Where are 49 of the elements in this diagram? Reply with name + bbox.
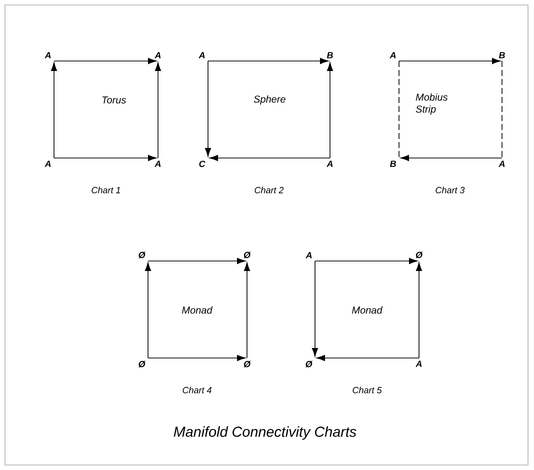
caption: Chart 5 bbox=[352, 386, 382, 394]
arrow bbox=[51, 62, 57, 158]
caption: Chart 2 bbox=[254, 186, 284, 194]
arrow bbox=[416, 262, 422, 358]
corner-letter: B bbox=[326, 52, 333, 58]
corner-letter: A bbox=[154, 160, 161, 167]
arrow bbox=[398, 58, 501, 64]
arrow bbox=[244, 262, 250, 358]
corner-letter: Ø bbox=[305, 360, 313, 368]
corner-letter: A bbox=[326, 160, 333, 167]
corner-letter: C bbox=[199, 160, 206, 168]
arrow bbox=[148, 355, 246, 361]
title: Manifold Connectivity Charts bbox=[174, 426, 356, 440]
corner-letter: A bbox=[44, 52, 51, 58]
chart-name: Monad bbox=[352, 306, 383, 314]
corner-letter: Ø bbox=[244, 360, 251, 368]
corner-letter: Ø bbox=[138, 252, 146, 258]
chart-name: Sphere bbox=[254, 95, 286, 105]
caption: Chart 1 bbox=[92, 186, 120, 194]
arrow bbox=[316, 355, 420, 361]
chart-name: Mobius Strip bbox=[416, 93, 448, 115]
caption: Chart 3 bbox=[436, 186, 465, 194]
corner-letter: B bbox=[498, 52, 505, 58]
arrow bbox=[210, 155, 330, 161]
caption: Chart 4 bbox=[182, 386, 212, 394]
arrow bbox=[400, 155, 502, 161]
arrow bbox=[54, 155, 157, 161]
arrow bbox=[327, 62, 333, 158]
arrow bbox=[155, 62, 161, 158]
corner-letter: B bbox=[390, 160, 396, 167]
corner-letter: Ø bbox=[244, 252, 251, 258]
arrow bbox=[54, 58, 157, 64]
arrow bbox=[148, 258, 246, 264]
corner-letter: A bbox=[306, 252, 312, 258]
arrow bbox=[208, 58, 329, 64]
chart-name: Torus bbox=[102, 96, 126, 104]
arrow bbox=[314, 258, 418, 264]
corner-letter: A bbox=[416, 360, 422, 367]
corner-letter: A bbox=[390, 52, 396, 58]
arrow bbox=[312, 260, 318, 356]
chart-name: Monad bbox=[182, 306, 213, 314]
arrow bbox=[145, 262, 151, 358]
corner-letter: Ø bbox=[138, 360, 146, 368]
corner-letter: A bbox=[498, 160, 505, 167]
arrow bbox=[205, 60, 211, 156]
corner-letter: A bbox=[44, 160, 51, 167]
corner-letter: A bbox=[154, 52, 161, 58]
corner-letter: Ø bbox=[416, 252, 423, 258]
corner-letter: A bbox=[198, 52, 205, 58]
